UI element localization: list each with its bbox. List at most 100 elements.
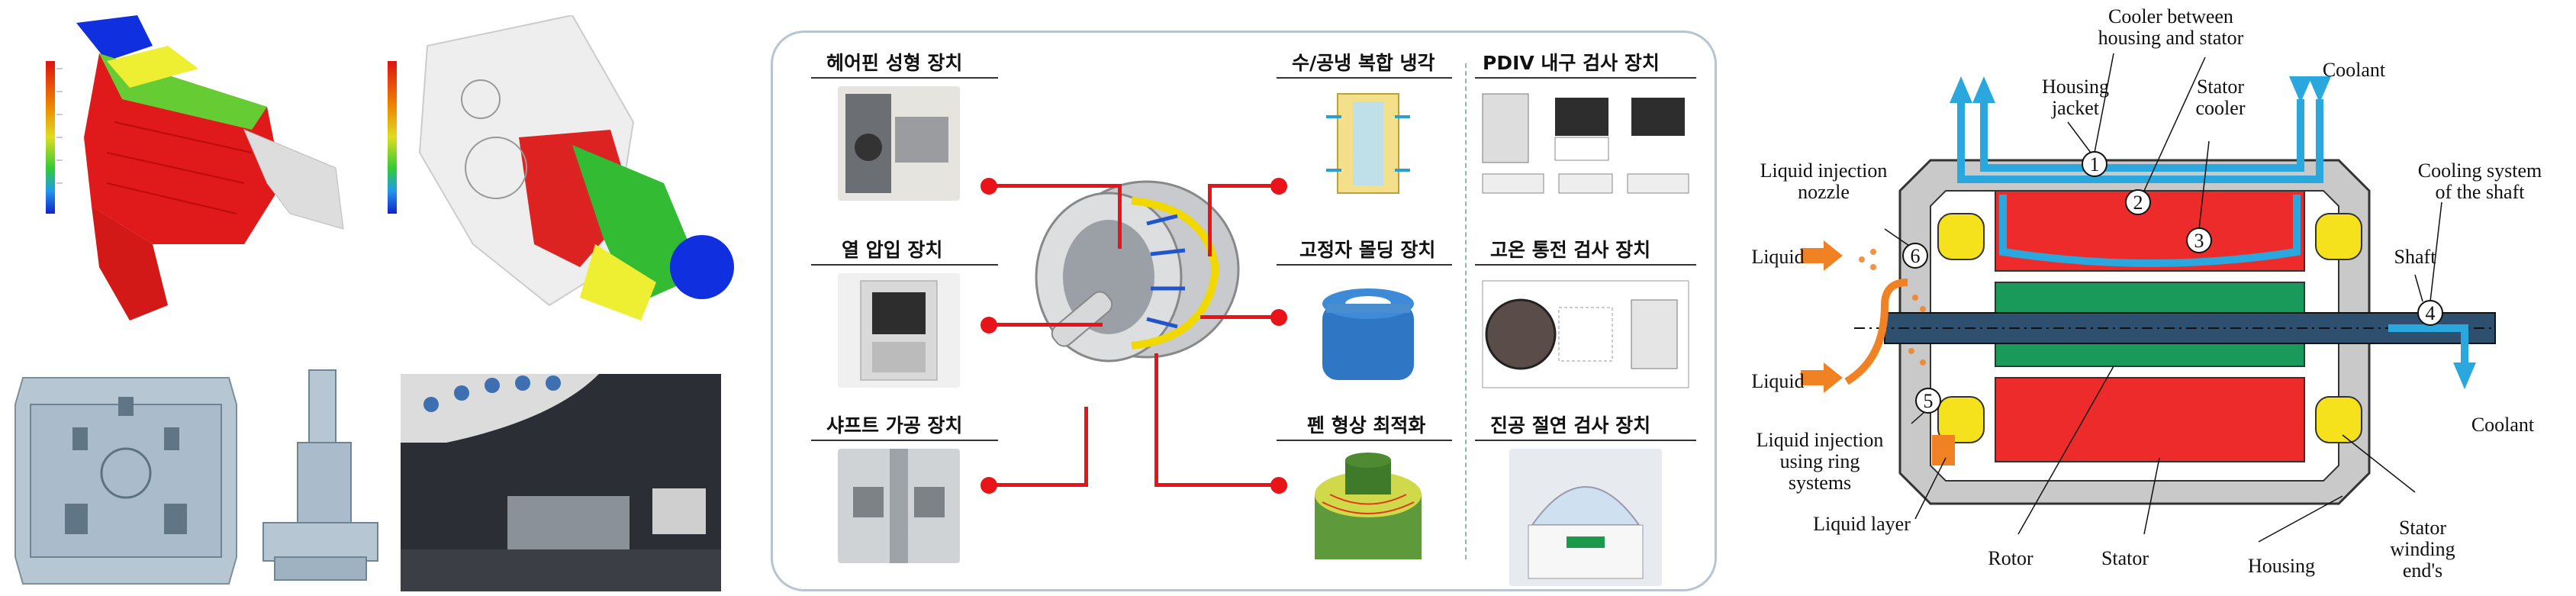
connector-line — [1154, 353, 1158, 487]
label-stator-bottom: Stator — [2101, 547, 2149, 569]
label-winding-1: Stator — [2399, 517, 2446, 539]
label-winding-2: winding — [2390, 538, 2455, 560]
divider — [1475, 440, 1696, 441]
mold-cad-image — [14, 377, 237, 585]
label-shaft: Shaft — [2394, 246, 2437, 268]
label-liquid-lower: Liquid — [1751, 370, 1804, 392]
ring-injection-pipe — [1844, 279, 1908, 385]
connector-line — [996, 323, 1103, 327]
shaft-machining-photo — [838, 449, 960, 563]
coolant-channels — [1957, 99, 2468, 366]
connector-line — [1208, 184, 1212, 256]
label-jacket: jacket — [2051, 97, 2100, 119]
connector-dot — [1270, 477, 1287, 494]
divider — [1277, 77, 1452, 79]
winding-end — [1937, 213, 1985, 260]
marker-4: 4 — [2417, 300, 2443, 326]
label-coolant-top: Coolant — [2323, 59, 2386, 81]
connector-dot — [1270, 178, 1287, 195]
leader-lines — [1884, 53, 2442, 543]
connector-line — [1200, 315, 1273, 319]
label-nozzle: nozzle — [1798, 181, 1850, 203]
coolant-arrows — [1950, 76, 2476, 389]
label-liquid-injection-ring-2: using ring — [1780, 450, 1860, 472]
label-liquid-left: Liquid — [1751, 246, 1804, 268]
divider — [811, 440, 998, 441]
cooling-system-diagram: 1 2 3 4 5 6 Cooler between housing and s… — [1751, 5, 2542, 582]
heat-press-photo — [838, 273, 960, 388]
label-liquid-injection: Liquid injection — [1760, 159, 1888, 182]
filling-sequence-image — [388, 15, 734, 321]
color-scale-bar — [388, 61, 397, 214]
divider — [1475, 77, 1696, 79]
color-scale-bar — [46, 61, 55, 214]
svg-text:5: 5 — [1924, 390, 1934, 412]
winding-end — [1937, 396, 1985, 443]
label-of-the-shaft: of the shaft — [2436, 181, 2526, 203]
marker-3: 3 — [2186, 227, 2212, 253]
fan-shape-image — [1315, 453, 1422, 559]
vacuum-insulation-tester-image — [1509, 449, 1662, 586]
divider — [1475, 264, 1696, 266]
label-cooler: cooler — [2196, 97, 2246, 119]
label-shaft-machining: 샤프트 가공 장치 — [826, 414, 963, 437]
connector-dot — [980, 317, 997, 333]
divider — [1277, 264, 1452, 266]
label-hybrid-cooling: 수/공냉 복합 냉각 — [1292, 52, 1435, 74]
svg-text:4: 4 — [2426, 302, 2436, 324]
label-housing-and-stator: housing and stator — [2098, 27, 2244, 49]
connector-line — [1084, 407, 1088, 487]
divider — [811, 264, 998, 266]
column-separator — [1465, 63, 1467, 559]
label-hairpin-forming: 헤어핀 성형 장치 — [826, 52, 963, 74]
svg-text:1: 1 — [2090, 153, 2100, 176]
label-stator: Stator — [2197, 76, 2244, 98]
marker-2: 2 — [2125, 189, 2151, 215]
label-liquid-layer: Liquid layer — [1813, 513, 1911, 535]
winding-end — [2315, 396, 2362, 443]
label-high-temp-tester: 고온 통전 검사 장치 — [1490, 239, 1651, 261]
label-cooler-between: Cooler between — [2108, 5, 2233, 27]
motor-cutaway-image — [1035, 180, 1240, 362]
high-temp-tester-image — [1482, 280, 1689, 388]
liquid-arrows — [1801, 240, 1843, 393]
connector-dot — [980, 477, 997, 494]
svg-text:2: 2 — [2133, 192, 2143, 214]
label-housing: Housing — [2042, 76, 2109, 98]
marker-5: 5 — [1915, 388, 1941, 414]
label-stator-molding: 고정자 몰딩 장치 — [1299, 239, 1436, 261]
stator-bottom — [1995, 377, 2305, 462]
marker-1: 1 — [2082, 151, 2107, 177]
svg-text:3: 3 — [2194, 230, 2204, 252]
connector-line — [1208, 184, 1273, 188]
label-pdiv-tester: PDIV 내구 검사 장치 — [1483, 52, 1660, 74]
label-rotor: Rotor — [1988, 547, 2033, 569]
equipment-panel: 헤어핀 성형 장치 열 압입 장치 샤프트 가공 장치 수/공냉 복합 냉각 — [771, 31, 1717, 591]
divider — [1277, 440, 1452, 441]
marker-6: 6 — [1902, 243, 1928, 269]
label-coolant-bottom: Coolant — [2471, 414, 2535, 436]
stator-molding-image — [1322, 288, 1414, 380]
connector-line — [1154, 483, 1273, 487]
label-liquid-injection-ring-1: Liquid injection — [1757, 429, 1884, 451]
connector-line — [1118, 184, 1122, 249]
label-fan-shape: 펜 형상 최적화 — [1307, 414, 1426, 437]
svg-text:6: 6 — [1911, 245, 1921, 267]
winding-end — [2315, 213, 2362, 260]
connector-dot — [1270, 309, 1287, 326]
label-liquid-injection-ring-3: systems — [1789, 472, 1851, 494]
filling-simulation-image — [46, 15, 344, 321]
connector-dot — [980, 178, 997, 195]
casting-machine-photo — [401, 374, 721, 591]
divider — [811, 77, 998, 79]
label-vacuum-insulation-tester: 진공 절연 검사 장치 — [1490, 414, 1651, 437]
label-housing-bottom: Housing — [2248, 555, 2315, 577]
hairpin-forming-photo — [838, 86, 960, 201]
label-heat-press: 열 압입 장치 — [842, 239, 943, 261]
connector-line — [996, 483, 1087, 487]
pdiv-tester-image — [1482, 93, 1689, 194]
label-cooling-system: Cooling system — [2418, 159, 2542, 182]
label-winding-3: end's — [2403, 559, 2442, 582]
hybrid-cooling-image — [1326, 93, 1410, 194]
simulation-panel — [0, 0, 748, 596]
